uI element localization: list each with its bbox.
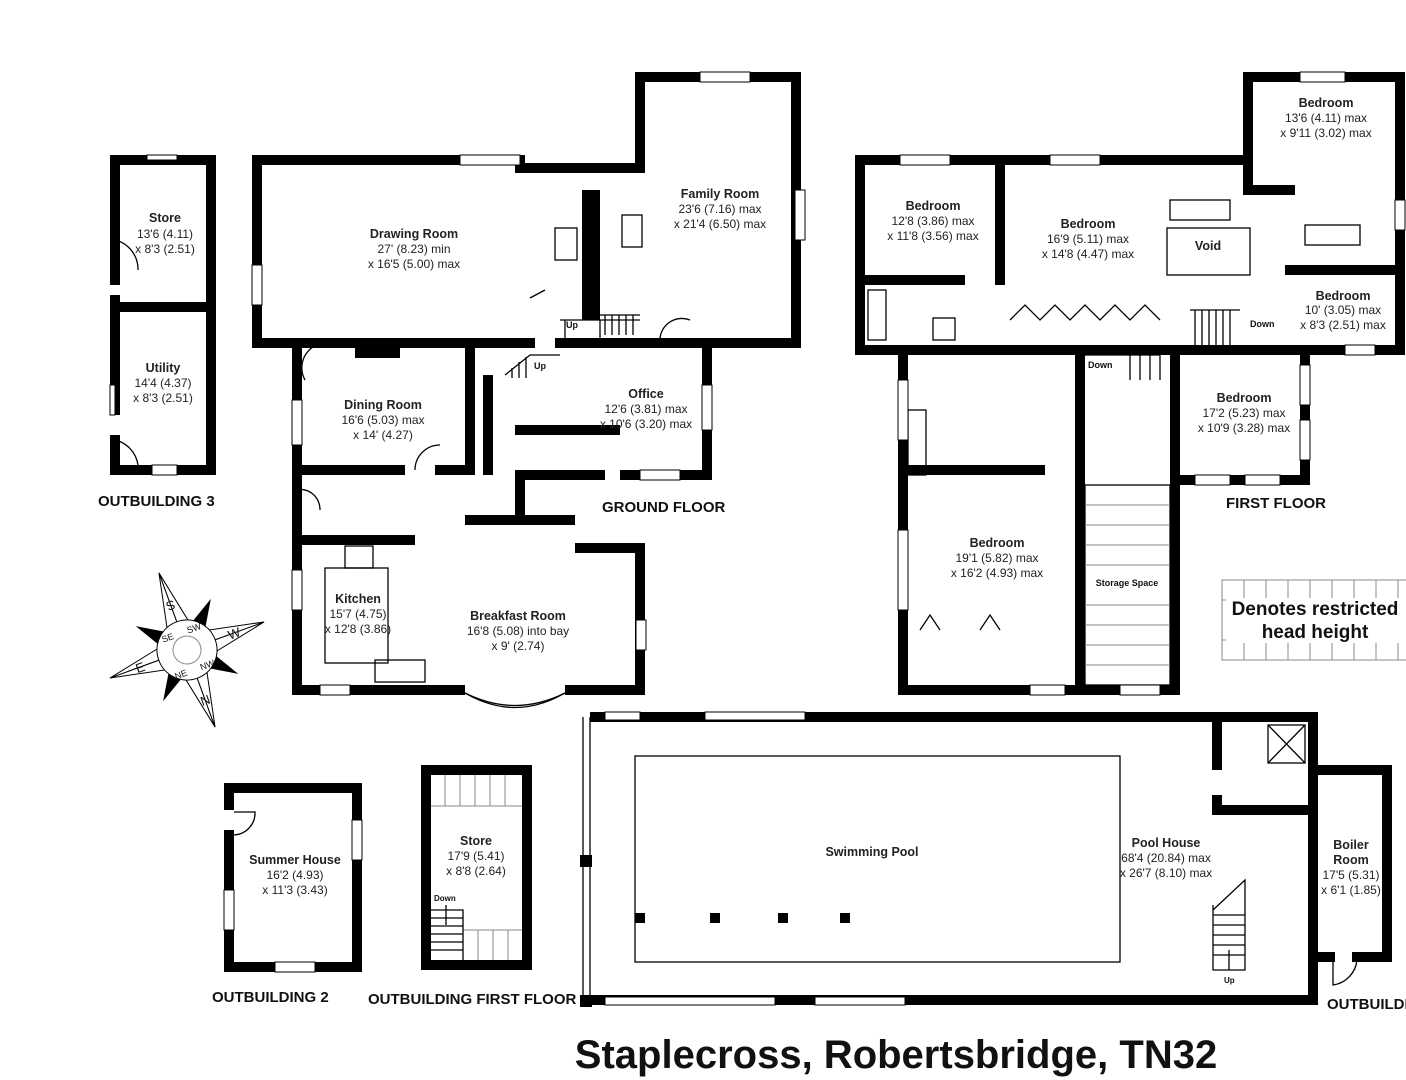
floor-label: OUTBUILDING FIRST FLOOR: [368, 991, 576, 1008]
room-name: Pool House: [1132, 836, 1201, 850]
stair-label-down: Down: [1250, 319, 1275, 329]
outbuilding-3: Store 13'6 (4.11) x 8'3 (2.51) Utility 1…: [98, 154, 216, 510]
room-name: Room: [1333, 853, 1368, 867]
room-name: Bedroom: [1316, 289, 1371, 303]
storage-space: Storage Space: [1084, 484, 1171, 686]
room-dims: 16'9 (5.11) max: [1047, 232, 1129, 246]
room-dims: 15'7 (4.75): [330, 607, 387, 621]
room-dims: x 11'8 (3.56) max: [887, 229, 978, 243]
legend-text: head height: [1262, 622, 1369, 643]
room-dims: 16'2 (4.93): [267, 868, 324, 882]
room-dims: 10' (3.05) max: [1305, 303, 1381, 317]
floor-label: OUTBUILDING 2: [212, 989, 329, 1006]
floor-label: OUTBUILDING 3: [98, 493, 215, 510]
room-name: Kitchen: [335, 592, 381, 606]
compass-w: W: [226, 624, 243, 643]
swimming-pool: Swimming Pool: [634, 755, 1121, 963]
room-dims: 12'6 (3.81) max: [605, 402, 688, 416]
room-dims: x 8'3 (2.51): [135, 242, 195, 256]
room-dims: 12'8 (3.86) max: [892, 214, 975, 228]
outbuilding-2: Summer House 16'2 (4.93) x 11'3 (3.43) O…: [212, 783, 363, 1006]
compass-se: SE: [160, 631, 175, 645]
room-name: Family Room: [681, 187, 760, 201]
room-dims: 68'4 (20.84) max: [1121, 851, 1211, 865]
room-dims: x 6'1 (1.85): [1321, 883, 1381, 897]
stair-label-down: Down: [434, 894, 456, 903]
room-dims: 16'8 (5.08) into bay: [467, 624, 569, 638]
room-name: Void: [1195, 239, 1221, 253]
legend-text: Denotes restricted: [1232, 599, 1399, 620]
room-dims: x 9' (2.74): [492, 639, 545, 653]
room-dims: x 12'8 (3.86): [325, 622, 391, 636]
compass-nw: NW: [199, 658, 217, 673]
compass-ne: NE: [173, 668, 188, 682]
ground-floor: Up Up Drawing Room 27' (8.23) min x 16'5…: [251, 71, 806, 709]
floor-label: GROUND FLOOR: [602, 499, 725, 516]
room-dims: x 14'8 (4.47) max: [1042, 247, 1134, 261]
restricted-height-legend: Denotes restricted head height: [1221, 579, 1406, 661]
floor-label: FIRST FLOOR: [1226, 495, 1326, 512]
room-name: Swimming Pool: [825, 845, 918, 859]
stair-label-up: Up: [534, 361, 546, 371]
room-dims: x 26'7 (8.10) max: [1120, 866, 1212, 880]
room-dims: 17'2 (5.23) max: [1203, 406, 1286, 420]
room-dims: x 9'11 (3.02) max: [1280, 126, 1371, 140]
compass-rose-icon: S N E W SE SW NE NW: [109, 572, 265, 728]
room-dims: 13'6 (4.11): [137, 227, 193, 241]
stair-label-down: Down: [1088, 360, 1113, 370]
room-dims: x 8'3 (2.51): [133, 391, 193, 405]
floor-label: OUTBUILDI: [1327, 996, 1406, 1013]
room-name: Bedroom: [970, 536, 1025, 550]
room-name: Breakfast Room: [470, 609, 566, 623]
room-dims: x 11'3 (3.43): [262, 883, 327, 897]
room-name: Office: [628, 387, 663, 401]
stair-label-up: Up: [1224, 976, 1235, 985]
room-name: Drawing Room: [370, 227, 458, 241]
room-name: Storage Space: [1096, 578, 1159, 588]
room-dims: x 10'9 (3.28) max: [1198, 421, 1290, 435]
room-name: Utility: [146, 361, 181, 375]
outbuilding-first-floor: Down Store 17'9 (5.41) x 8'8 (2.64) OUTB…: [368, 765, 576, 1008]
room-dims: x 8'3 (2.51) max: [1300, 318, 1386, 332]
room-dims: x 10'6 (3.20) max: [600, 417, 692, 431]
room-dims: x 16'2 (4.93) max: [951, 566, 1043, 580]
room-dims: 19'1 (5.82) max: [956, 551, 1039, 565]
room-name: Bedroom: [1061, 217, 1116, 231]
room-name: Bedroom: [1217, 391, 1272, 405]
room-name: Boiler: [1333, 838, 1369, 852]
property-address-title: Staplecross, Robertsbridge, TN32: [575, 1033, 1217, 1077]
room-name: Summer House: [249, 853, 341, 867]
room-dims: 17'5 (5.31): [1323, 868, 1380, 882]
room-dims: 13'6 (4.11) max: [1285, 111, 1367, 125]
pool-house: Swimming Pool Up Pool House 68'4 (20.84)…: [580, 711, 1406, 1013]
first-floor: Down Down Storage Space Bedroom 12'8 (3.…: [855, 71, 1406, 696]
room-dims: x 16'5 (5.00) max: [368, 257, 460, 271]
staircase: Up Up: [504, 314, 640, 378]
room-name: Store: [460, 834, 492, 848]
room-dims: x 8'8 (2.64): [446, 864, 506, 878]
room-name: Dining Room: [344, 398, 422, 412]
room-dims: 17'9 (5.41): [448, 849, 505, 863]
room-dims: 23'6 (7.16) max: [679, 202, 762, 216]
room-dims: 16'6 (5.03) max: [342, 413, 425, 427]
room-name: Store: [149, 211, 181, 225]
room-dims: x 14' (4.27): [353, 428, 413, 442]
room-name: Bedroom: [1299, 96, 1354, 110]
room-dims: 27' (8.23) min: [378, 242, 451, 256]
compass-sw: SW: [185, 621, 203, 636]
room-dims: 14'4 (4.37): [135, 376, 192, 390]
room-dims: x 21'4 (6.50) max: [674, 217, 766, 231]
room-name: Bedroom: [906, 199, 961, 213]
stair-label-up: Up: [566, 320, 578, 330]
